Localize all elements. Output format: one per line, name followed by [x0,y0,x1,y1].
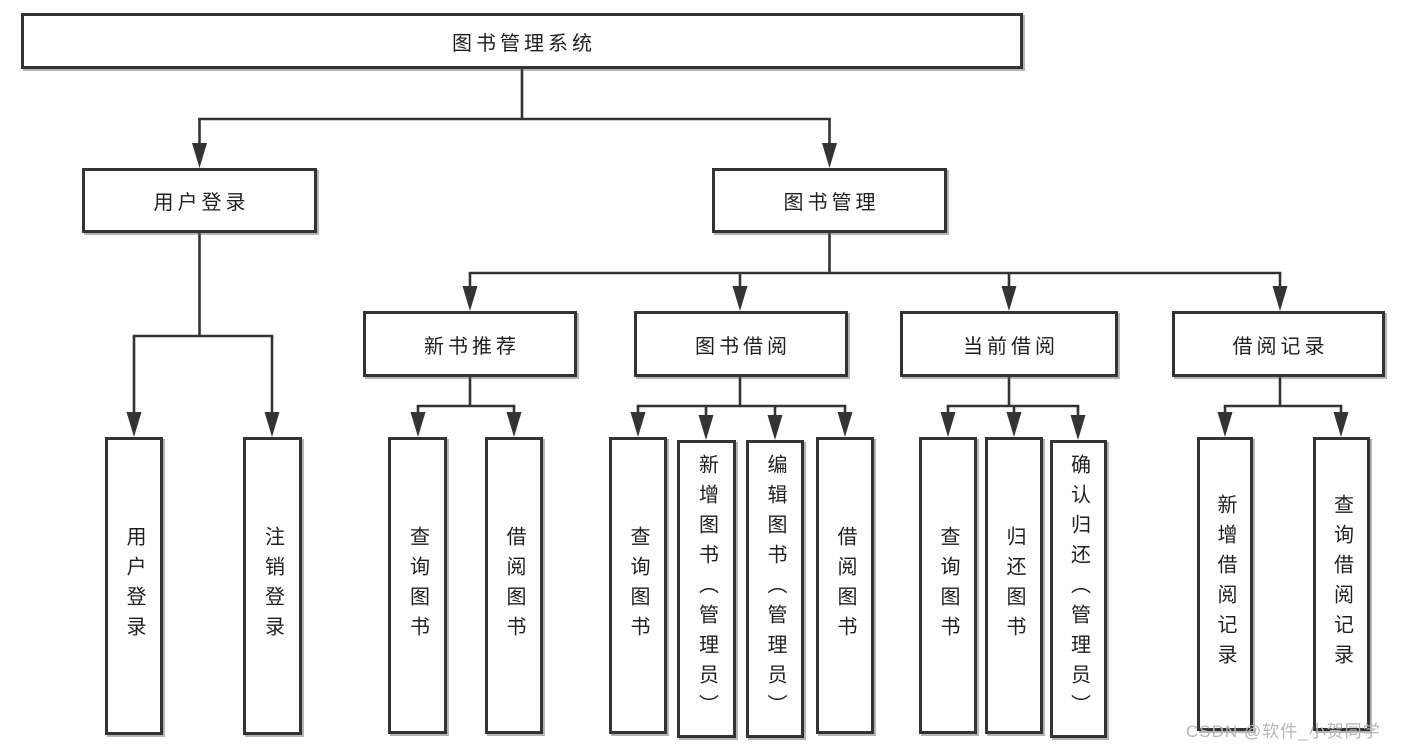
arrowhead-icon [1272,286,1288,311]
leaf-add-books-admin: 新增图书（管理员） [677,440,736,738]
leaf-query-books-3-label: 查询图书 [937,525,959,646]
box-current-borrowing-label: 当前借阅 [963,335,1059,358]
leaf-query-borrow-record: 查询借阅记录 [1313,437,1370,731]
arrowhead-icon [264,412,280,437]
leaf-add-books-admin-label: 新增图书（管理员） [695,454,718,724]
arrowhead-icon [837,412,853,437]
box-borrowing-records: 借阅记录 [1172,311,1385,377]
leaf-logout-login: 注销登录 [243,437,302,735]
leaf-query-books-2: 查询图书 [609,437,667,734]
box-user-login: 用户登录 [82,168,317,233]
arrowhead-icon [410,412,426,437]
arrowhead-icon [126,412,142,437]
leaf-query-books-3: 查询图书 [919,437,977,734]
box-new-book-recommend: 新书推荐 [363,311,577,377]
box-current-borrowing: 当前借阅 [900,311,1118,377]
leaf-user-login: 用户登录 [105,437,163,735]
arrowhead-icon [732,286,748,311]
box-library-system: 图书管理系统 [21,13,1023,69]
box-book-management: 图书管理 [712,168,947,233]
leaf-return-books: 归还图书 [985,437,1043,734]
leaf-query-borrow-record-label: 查询借阅记录 [1330,494,1353,674]
leaf-query-books-2-label: 查询图书 [627,525,649,646]
leaf-borrow-books-1-label: 借阅图书 [503,525,525,646]
leaf-add-borrow-record: 新增借阅记录 [1197,437,1253,731]
arrowhead-icon [630,412,646,437]
leaf-edit-books-admin: 编辑图书（管理员） [746,440,804,738]
leaf-confirm-return-admin-label: 确认归还（管理员） [1067,454,1090,724]
leaf-add-borrow-record-label: 新增借阅记录 [1214,494,1236,674]
arrowhead-icon [462,286,478,311]
leaf-borrow-books-2: 借阅图书 [816,437,874,734]
box-new-book-recommend-label: 新书推荐 [424,335,520,358]
arrowhead-icon [698,415,714,440]
box-book-borrowing: 图书借阅 [634,311,848,377]
watermark: CSDN @软件_小贺同学 [1186,722,1381,741]
arrowhead-icon [192,143,207,168]
box-borrowing-records-label: 借阅记录 [1232,335,1329,358]
arrowhead-icon [940,412,956,437]
leaf-borrow-books-1: 借阅图书 [485,437,543,734]
leaf-logout-login-label: 注销登录 [261,526,284,646]
arrowhead-icon [822,143,837,168]
arrowhead-icon [1001,286,1017,311]
arrowhead-icon [767,415,783,440]
box-library-system-label: 图书管理系统 [452,32,596,55]
leaf-user-login-label: 用户登录 [123,526,145,646]
arrowhead-icon [506,412,522,437]
leaf-query-books-1-label: 查询图书 [406,525,429,646]
box-user-login-label: 用户登录 [153,192,250,214]
leaf-query-books-1: 查询图书 [388,437,447,734]
arrowhead-icon [1333,412,1349,437]
leaf-edit-books-admin-label: 编辑图书（管理员） [764,454,786,724]
leaf-confirm-return-admin: 确认归还（管理员） [1050,440,1107,738]
box-book-borrowing-label: 图书借阅 [695,335,791,358]
arrowhead-icon [1070,415,1086,440]
arrowhead-icon [1006,412,1022,437]
leaf-return-books-label: 归还图书 [1003,525,1025,646]
box-book-management-label: 图书管理 [783,192,880,214]
arrowhead-icon [1217,412,1233,437]
leaf-borrow-books-2-label: 借阅图书 [834,525,856,646]
